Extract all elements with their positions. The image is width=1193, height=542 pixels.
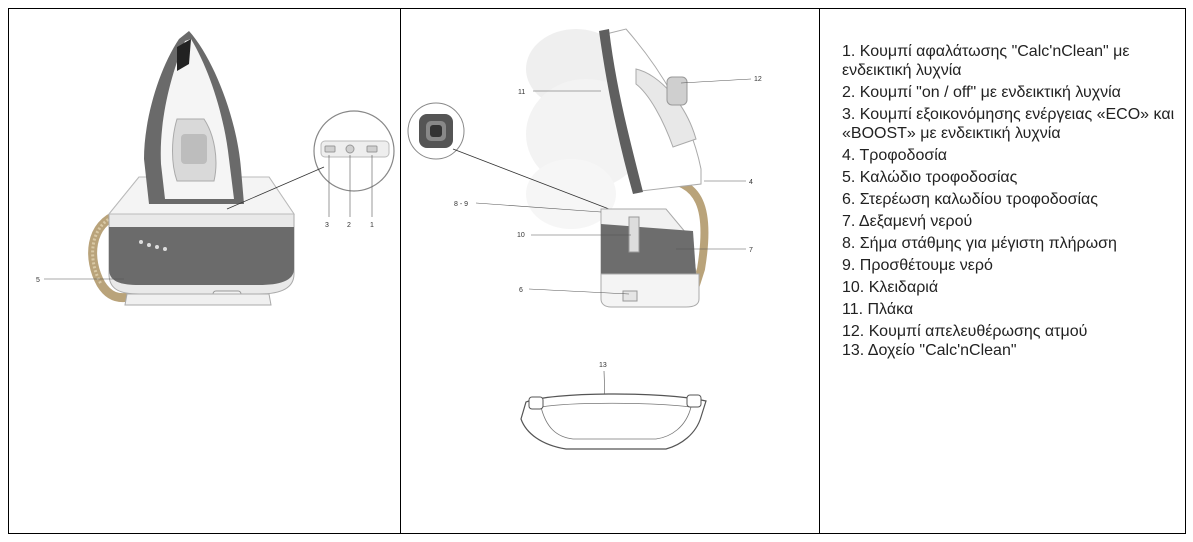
- legend-item-1: 1. Κουμπί αφαλάτωσης "Calc'nClean" με εν…: [842, 43, 1130, 79]
- callout-7: 7: [749, 247, 753, 254]
- legend-list: 1. Κουμπί αφαλάτωσης "Calc'nClean" με εν…: [842, 42, 1177, 360]
- legend-item-13: 13. Δοχείο "Calc'nClean": [842, 342, 1017, 359]
- callout-1: 1: [370, 222, 374, 229]
- legend-item-9: 9. Προσθέτουμε νερό: [842, 257, 993, 274]
- figure-cell-2: 11 12 4 8 - 9 10 7 6 13: [401, 9, 820, 533]
- legend-item-10: 10. Κλειδαριά: [842, 279, 939, 296]
- callout-11: 11: [518, 89, 525, 96]
- iron-base-front-illustration: 3 2 1 5: [36, 31, 395, 306]
- on-off-button: [345, 144, 355, 154]
- callout-3: 3: [325, 222, 329, 229]
- calc-n-clean-container: [520, 393, 707, 450]
- legend-item-5: 5. Καλώδιο τροφοδοσίας: [842, 169, 1018, 186]
- iron-base-side-illustration: 11 12 4 8 - 9 10 7 6 13: [407, 28, 762, 450]
- legend-item-12: 12. Κουμπί απελευθέρωσης ατμού: [842, 323, 1088, 340]
- callout-2: 2: [347, 222, 351, 229]
- callout-12: 12: [754, 76, 762, 83]
- cord-illustration: [88, 209, 130, 303]
- legend-item-4: 4. Τροφοδοσία: [842, 147, 948, 164]
- legend-item-8: 8. Σήμα στάθμης για μέγιστη πλήρωση: [842, 235, 1117, 252]
- legend-item-11: 11. Πλάκα: [842, 301, 914, 318]
- callout-5: 5: [36, 277, 40, 284]
- callout-13: 13: [599, 362, 607, 369]
- callout-10: 10: [517, 232, 525, 239]
- legend-cell: 1. Κουμπί αφαλάτωσης "Calc'nClean" με εν…: [820, 9, 1185, 533]
- legend-item-3: 3. Κουμπί εξοικονόμησης ενέργειας «ECO» …: [842, 106, 1175, 142]
- callout-8-9: 8 - 9: [454, 201, 468, 208]
- legend-item-6: 6. Στερέωση καλωδίου τροφοδοσίας: [842, 191, 1098, 208]
- legend-item-7: 7. Δεξαμενή νερού: [842, 213, 973, 230]
- water-tank: [109, 227, 294, 285]
- callout-6: 6: [519, 287, 523, 294]
- callout-4: 4: [749, 179, 753, 186]
- eco-boost-button: [324, 145, 336, 153]
- water-tank-side: [601, 224, 696, 274]
- calc-n-clean-button: [366, 145, 378, 153]
- legend-item-2: 2. Κουμπί "on / off" με ενδεικτική λυχνί…: [842, 84, 1121, 101]
- figure-cell-1: 3 2 1 5: [9, 9, 401, 533]
- figure-table: 3 2 1 5: [8, 8, 1186, 534]
